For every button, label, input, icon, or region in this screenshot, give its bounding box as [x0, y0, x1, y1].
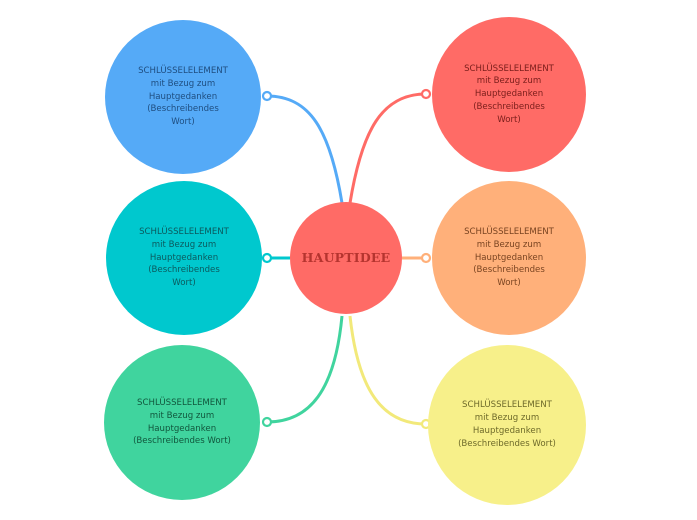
connector-top-right [348, 92, 427, 204]
key-element-text: SCHLÜSSELELEMENT mit Bezug zum Hauptgeda… [133, 397, 231, 447]
connector-bottom-left [266, 315, 344, 424]
main-idea-node[interactable]: HAUPTIDEE [290, 202, 402, 314]
key-element-text: SCHLÜSSELELEMENT mit Bezug zum Hauptgeda… [138, 66, 228, 128]
key-element-bottom-left[interactable]: SCHLÜSSELELEMENT mit Bezug zum Hauptgeda… [104, 345, 260, 500]
connector-handle-mid-right[interactable] [420, 252, 432, 264]
key-element-text: SCHLÜSSELELEMENT mit Bezug zum Hauptgeda… [464, 227, 554, 289]
key-element-top-left[interactable]: SCHLÜSSELELEMENT mit Bezug zum Hauptgeda… [105, 20, 261, 174]
key-element-text: SCHLÜSSELELEMENT mit Bezug zum Hauptgeda… [464, 63, 554, 125]
key-element-top-right[interactable]: SCHLÜSSELELEMENT mit Bezug zum Hauptgeda… [432, 17, 586, 172]
key-element-text: SCHLÜSSELELEMENT mit Bezug zum Hauptgeda… [139, 227, 229, 289]
main-idea-label: HAUPTIDEE [301, 249, 391, 265]
key-element-mid-right[interactable]: SCHLÜSSELELEMENT mit Bezug zum Hauptgeda… [432, 181, 586, 335]
connector-top-left [266, 94, 344, 204]
connector-handle-mid-left[interactable] [261, 252, 273, 264]
connector-bottom-right [348, 315, 427, 426]
key-element-text: SCHLÜSSELELEMENT mit Bezug zum Hauptgeda… [458, 400, 556, 449]
connector-handle-top-left[interactable] [261, 90, 273, 102]
connector-handle-bottom-left[interactable] [261, 416, 273, 428]
connector-handle-top-right[interactable] [420, 88, 432, 100]
key-element-mid-left[interactable]: SCHLÜSSELELEMENT mit Bezug zum Hauptgeda… [106, 181, 262, 335]
key-element-bottom-right[interactable]: SCHLÜSSELELEMENT mit Bezug zum Hauptgeda… [428, 345, 586, 505]
